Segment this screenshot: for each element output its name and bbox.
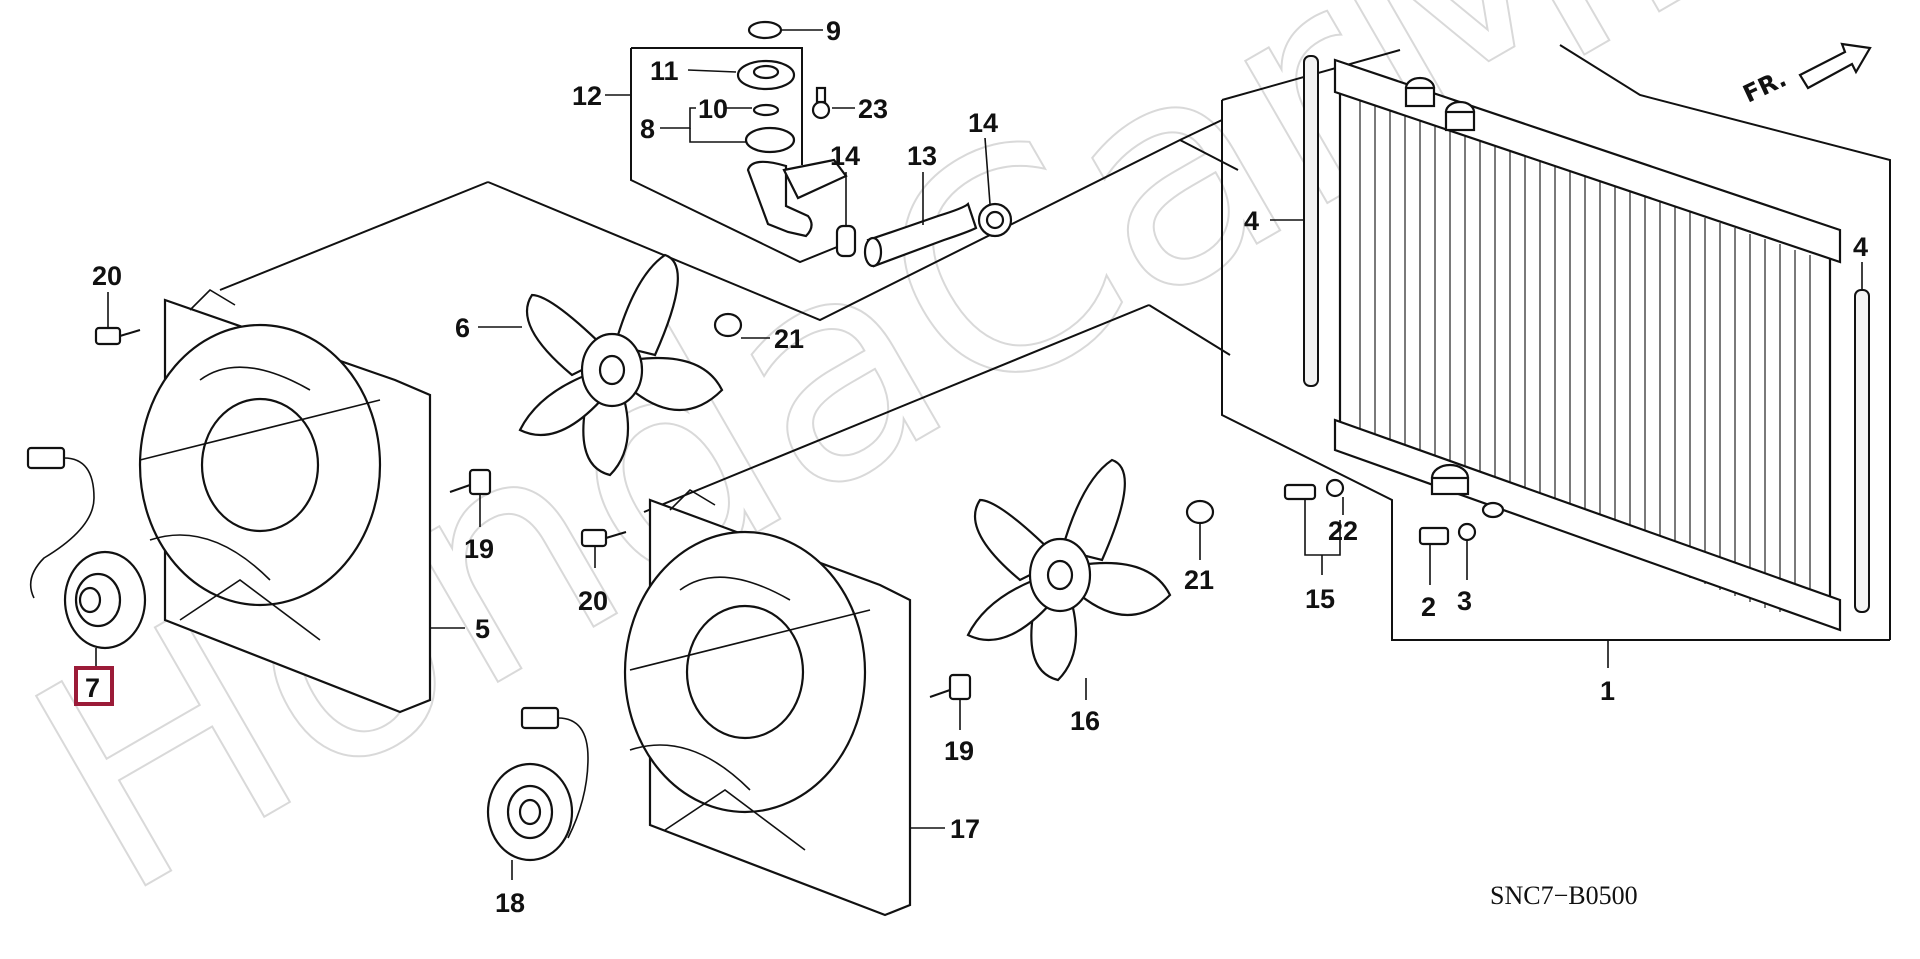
radiator (1333, 58, 1842, 632)
radiator-fins (1359, 95, 1811, 616)
bolt-20-upper (94, 326, 141, 346)
bolt-20-lower (580, 528, 627, 548)
callout-9: 9 (826, 16, 841, 46)
nut-21-upper (713, 312, 743, 338)
highlight-box-7 (74, 666, 114, 706)
fan-blade-left (518, 253, 724, 477)
callout-22: 22 (1328, 516, 1358, 546)
fan-shroud-right (623, 488, 912, 917)
callout-23: 23 (858, 94, 888, 124)
callout-20-lower: 20 (578, 586, 608, 616)
callout-2: 2 (1421, 592, 1436, 622)
radiator-seal-left (1303, 55, 1319, 387)
callout-7: 7 (85, 673, 100, 703)
drain-plug-2 (1418, 522, 1477, 546)
diagram-code: SNC7−B0500 (1490, 881, 1638, 910)
callout-16: 16 (1070, 706, 1100, 736)
callout-8: 8 (640, 114, 655, 144)
callout-19-upper: 19 (464, 534, 494, 564)
callout-11: 11 (650, 56, 679, 86)
fan-motor-right (486, 706, 589, 862)
callout-20-upper: 20 (92, 261, 122, 291)
nut-21-lower (1185, 499, 1215, 525)
callout-13: 13 (907, 141, 937, 171)
hose-clamp-right (977, 202, 1013, 238)
callout-4-right: 4 (1853, 232, 1868, 262)
callouts: 9 11 12 10 8 23 14 13 14 4 4 20 (74, 16, 1868, 918)
svg-text:FR.: FR. (1739, 64, 1791, 108)
callout-10: 10 (698, 94, 728, 124)
callout-14-left: 14 (830, 141, 860, 171)
callout-21-upper: 21 (774, 324, 804, 354)
callout-5: 5 (475, 614, 490, 644)
callout-21-lower: 21 (1184, 565, 1214, 595)
callout-12: 12 (572, 81, 602, 111)
callout-18: 18 (495, 888, 525, 918)
front-direction-indicator: FR. (1739, 42, 1872, 108)
fan-motor-left (26, 446, 147, 650)
fan-blade-right (966, 458, 1172, 682)
callout-4-left: 4 (1244, 206, 1259, 236)
callout-17: 17 (950, 814, 980, 844)
drain-plug-15 (1283, 478, 1345, 501)
callout-3: 3 (1457, 586, 1472, 616)
hose-clamp-left (835, 224, 857, 258)
fan-shroud-left (138, 288, 432, 714)
callout-15: 15 (1305, 584, 1335, 614)
callout-14-right: 14 (968, 108, 998, 138)
callout-19-lower: 19 (944, 736, 974, 766)
bolt-19-upper (449, 468, 492, 496)
radiator-seal-right (1854, 289, 1870, 613)
bolt-19-lower (929, 673, 972, 701)
callout-6: 6 (455, 313, 470, 343)
reserve-tank-cap-assembly (736, 20, 848, 238)
callout-1: 1 (1600, 676, 1615, 706)
upper-hose (863, 201, 978, 268)
